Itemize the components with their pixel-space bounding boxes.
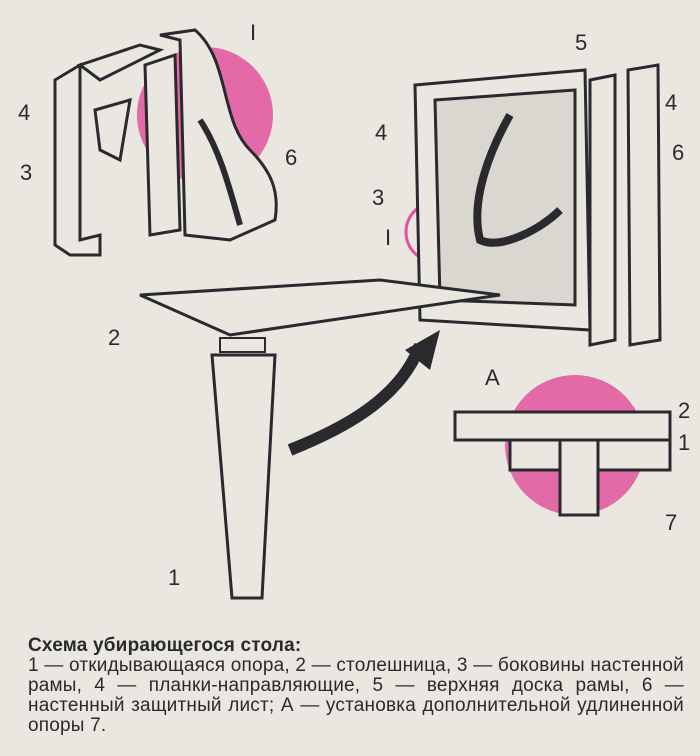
wall-frame-drawing: [413, 63, 662, 347]
caption-body: 1 — откидывающаяся опора, 2 — столешница…: [28, 655, 684, 736]
tabletop-drawing: [139, 278, 501, 337]
figure-caption: Схема убирающегося стола: 1 — откидывающ…: [28, 636, 684, 736]
frame-label-6: 6: [672, 140, 684, 165]
frame-label-4-left: 4: [375, 120, 387, 145]
tabletop-label: 2: [108, 325, 120, 350]
leg-label: 1: [168, 565, 180, 590]
leg-drawing: [210, 353, 277, 600]
detail-label-6: 6: [285, 145, 297, 170]
section-title: А: [485, 365, 500, 390]
frame-label-3: 3: [372, 185, 384, 210]
section-label-7: 7: [665, 510, 677, 535]
fold-arrow-icon: [287, 342, 426, 456]
detail-label-4: 4: [18, 100, 30, 125]
section-label-2: 2: [678, 398, 690, 423]
frame-label-5: 5: [575, 30, 587, 55]
frame-label-i: I: [385, 225, 391, 250]
leg-hinge: [219, 337, 266, 353]
detail-label-3: 3: [20, 160, 32, 185]
retractable-table-diagram: I 4 3 6 5 4 4 6 3 I 2 1 А 2 1 7: [18, 20, 690, 600]
frame-label-4-right: 4: [665, 90, 677, 115]
fold-arrowhead-icon: [405, 330, 440, 370]
detail-marker-label: I: [250, 20, 256, 45]
caption-title: Схема убирающегося стола:: [28, 635, 302, 656]
section-a-drawing: [453, 410, 672, 517]
detail-i-drawing: [53, 28, 278, 257]
section-label-1: 1: [678, 430, 690, 455]
